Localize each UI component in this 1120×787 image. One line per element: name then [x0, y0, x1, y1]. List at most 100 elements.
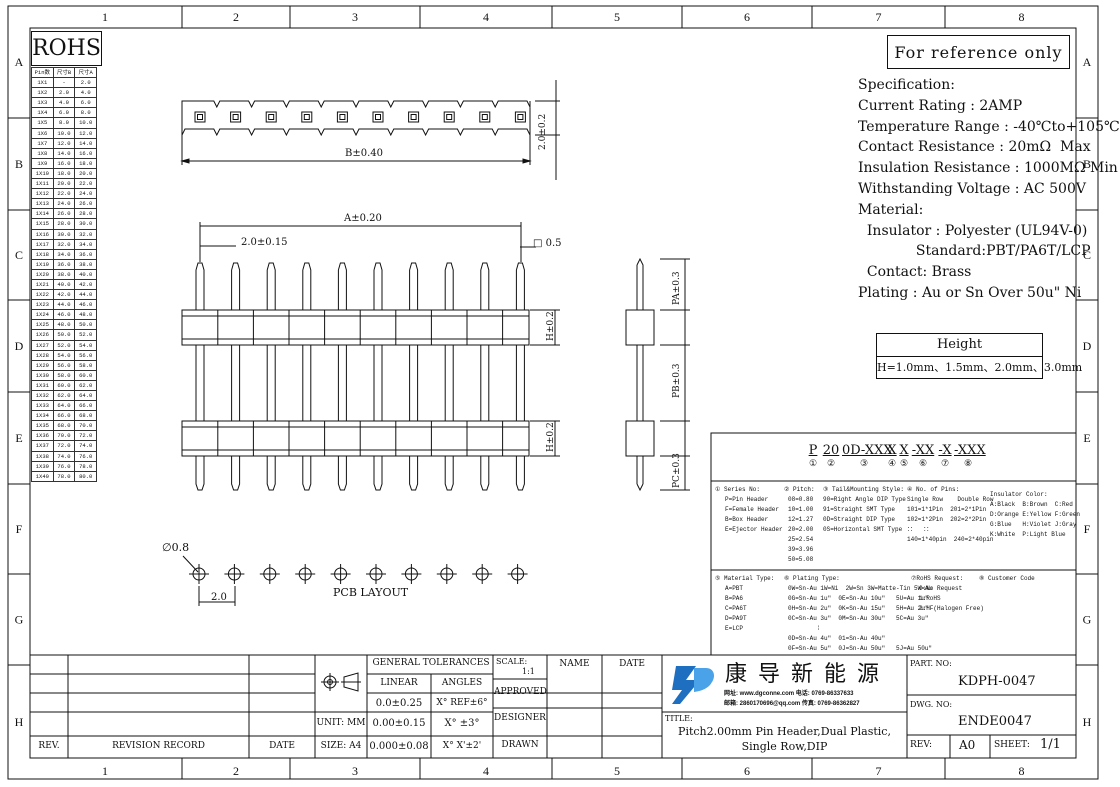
material-item: E=LCP [725, 625, 744, 632]
row-label: D [1083, 339, 1092, 353]
pin-table-cell: 52.0 [74, 330, 98, 340]
col-label: 2 [233, 10, 239, 24]
unit: UNIT: MM [316, 718, 366, 728]
angles-label: ANGLES [441, 678, 483, 688]
pin [337, 262, 347, 310]
tol-linear-2: 0.00±0.15 [372, 718, 426, 729]
pin-table-cell: 尺寸A [74, 68, 98, 78]
pin-table-cell: 52.0 [52, 340, 75, 350]
pin-table-cell: 58.0 [74, 360, 98, 370]
pin-table-cell: 1X7 [31, 138, 53, 148]
col-label: 7 [876, 10, 882, 24]
part-code-index: ④ [887, 459, 897, 469]
company-web: 网址: www.dgconne.com 电话: 0769-86337633 [724, 691, 854, 697]
pin-table-cell: 1X11 [31, 179, 53, 189]
row-label: A [15, 55, 24, 69]
pin-table-cell: 6.0 [74, 98, 98, 108]
row-label: E [1083, 431, 1090, 445]
pin-table-cell: 4.0 [74, 88, 98, 98]
company-mail: 邮箱: 2860170696@qq.com 传真: 0769-86362827 [724, 701, 860, 707]
pin-table-cell: 46.0 [52, 310, 75, 320]
tol-linear-1: 0.0±0.25 [375, 698, 423, 709]
pin-table-cell: 80.0 [74, 471, 98, 481]
gen-tol: GENERAL TOLERANCES [372, 658, 490, 668]
pin-table-cell: 48.0 [74, 310, 98, 320]
rohs-item: 1:RoHS [919, 595, 941, 602]
pin-table-cell: 72.0 [74, 431, 98, 441]
pin [480, 262, 490, 310]
reference-note: For reference only [887, 35, 1070, 69]
pin-table-cell: 1X40 [31, 471, 53, 481]
company-logo [672, 666, 714, 704]
pins-item: 140=1*40pin 240=2*40pin [907, 536, 994, 543]
pin-table-cell: 10.0 [74, 118, 98, 128]
pin-table-cell: 6.0 [52, 108, 75, 118]
col-label: 4 [483, 10, 489, 24]
pin-table-cell: 68.0 [52, 421, 75, 431]
front-view [181, 222, 560, 491]
dim-a: A±0.20 [344, 213, 382, 224]
pin-table-cell: 1X36 [31, 431, 53, 441]
sheet-value: 1/1 [1040, 737, 1061, 752]
pin-table-cell: 66.0 [74, 401, 98, 411]
pin-table-cell: 60.0 [74, 370, 98, 380]
pin-table-cell: 1X37 [31, 441, 53, 451]
rohs-label: ROHS [32, 36, 101, 61]
pin-table-cell: 66.0 [52, 411, 75, 421]
pin-square [265, 111, 277, 123]
pitch-item: 20=2.00 [788, 526, 814, 533]
pin-table-cell: 1X14 [31, 209, 53, 219]
height-values: H=1.0mm、1.5mm、2.0mm、3.0mm [877, 361, 1083, 374]
dim-square: □ 0.5 [533, 238, 562, 249]
pin-table-cell: 72.0 [52, 441, 75, 451]
tail-item: 0D=Straight DIP Type [823, 516, 896, 523]
plating-item: ⁞ [788, 625, 821, 632]
part-code-segment: X [887, 443, 897, 458]
approved: APPROVED [494, 687, 547, 697]
side-view [625, 257, 690, 492]
row-label: A [1083, 55, 1092, 69]
part-code-index: ⑧ [963, 459, 973, 469]
row-label: C [15, 248, 23, 262]
linear-label: LINEAR [380, 678, 418, 688]
dim-pitch: 2.0±0.15 [241, 237, 288, 248]
pin-table-cell: 48.0 [52, 320, 75, 330]
pins-item: Single Row Double Row [907, 496, 994, 503]
pcb-layout [182, 555, 528, 606]
series-item: F=Female Header [725, 506, 780, 513]
pin-table-cell: 1X30 [31, 370, 53, 380]
dim-pa: PA±0.3 [672, 271, 682, 305]
row-label: D [15, 339, 24, 353]
pin-square [301, 111, 313, 123]
pin-table-cell: 76.0 [74, 451, 98, 461]
tol-angle-3: X° X'±2' [442, 741, 482, 751]
pin-table-cell: 24.0 [74, 189, 98, 199]
material-head: ⑤ Material Type: [715, 575, 775, 582]
pin-table-cell: 26.0 [74, 199, 98, 209]
pin-table-cell: 50.0 [52, 330, 75, 340]
pin-table-cell: 62.0 [74, 380, 98, 390]
pin-table-cell: 1X26 [31, 330, 53, 340]
scale-value: 1:1 [522, 667, 535, 676]
pin-table-cell: 24.0 [52, 199, 75, 209]
pin-square [514, 111, 526, 123]
pin-table-cell: 1X2 [31, 88, 53, 98]
pin-table-cell: 1X34 [31, 411, 53, 421]
pin-table-cell: 18.0 [74, 158, 98, 168]
